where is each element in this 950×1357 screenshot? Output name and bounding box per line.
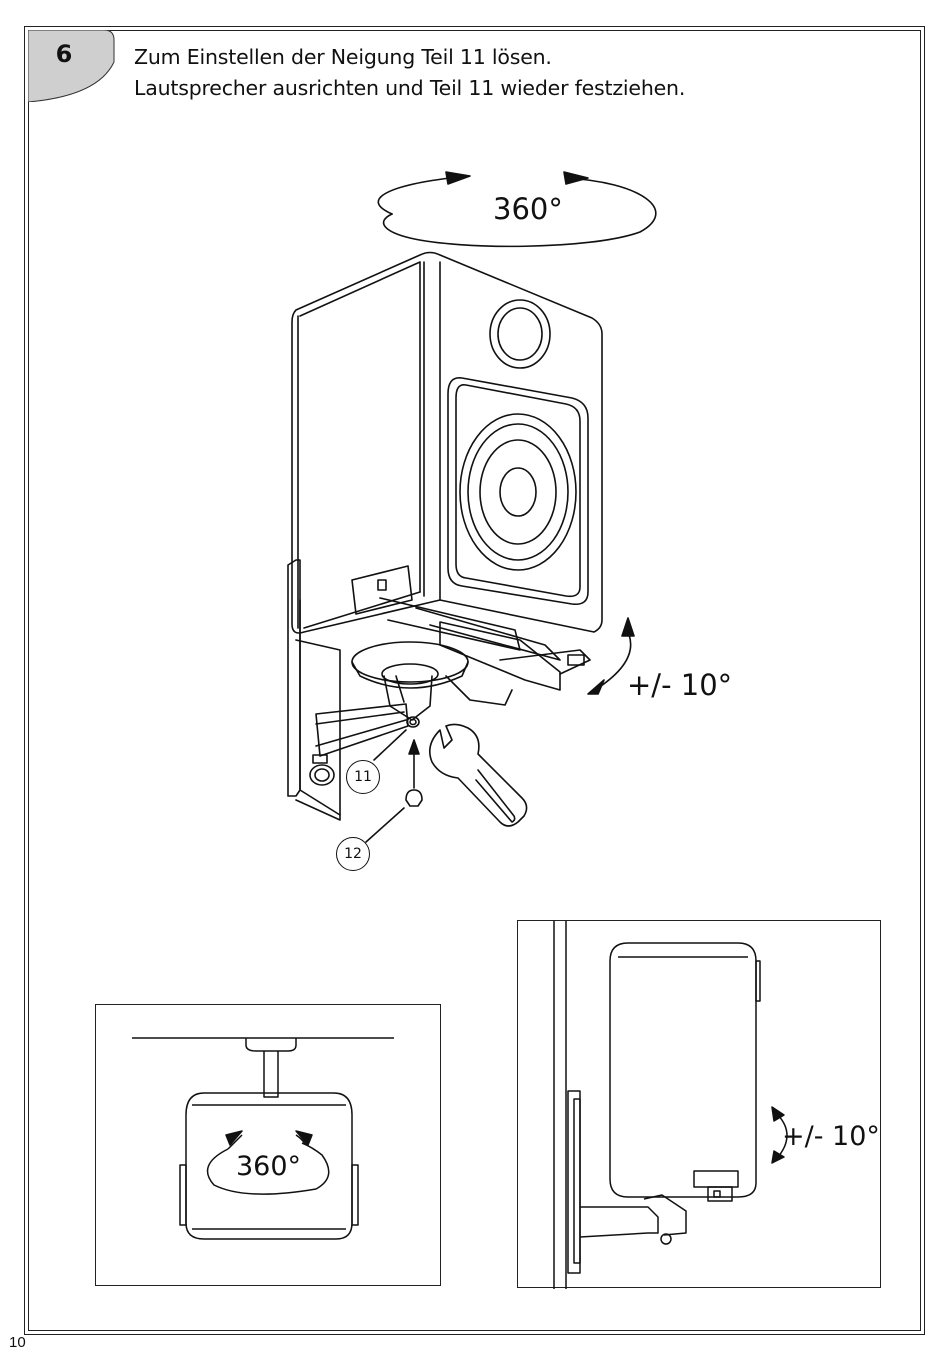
rotation-label: 360° bbox=[493, 192, 563, 226]
callout-part-12: 12 bbox=[336, 837, 370, 871]
top-view-illustration bbox=[96, 1005, 442, 1287]
callout-part-11: 11 bbox=[346, 760, 380, 794]
inset-rotation-label: 360° bbox=[236, 1151, 301, 1182]
page-number: 10 bbox=[9, 1334, 26, 1351]
mount-bracket-icon bbox=[352, 566, 590, 690]
inset-side-view: +/- 10° bbox=[517, 920, 881, 1288]
wrench-icon bbox=[430, 724, 527, 826]
support-arm-icon bbox=[316, 704, 408, 756]
ball-joint-icon bbox=[352, 642, 512, 720]
side-view-illustration bbox=[518, 921, 882, 1289]
speaker-body-icon bbox=[292, 253, 602, 634]
inset-tilt-label: +/- 10° bbox=[782, 1121, 880, 1152]
inset-top-view: 360° bbox=[95, 1004, 441, 1286]
wall-plate-icon bbox=[288, 560, 340, 820]
tilt-label: +/- 10° bbox=[627, 668, 732, 702]
screw-cap-icon bbox=[406, 790, 422, 806]
